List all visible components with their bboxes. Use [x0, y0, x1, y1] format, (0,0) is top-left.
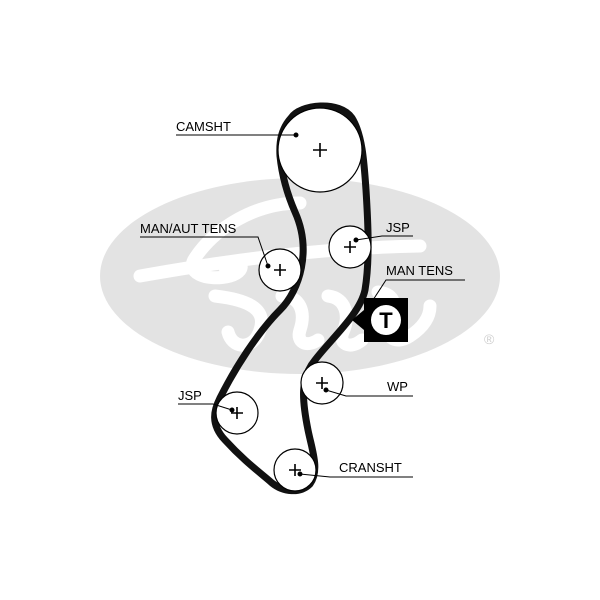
wp-center-cross [316, 377, 328, 389]
jsp-upper-leader [355, 235, 413, 241]
registered-mark: ® [484, 331, 495, 347]
man-aut-tens-center-cross [274, 264, 286, 276]
cransht-leader [299, 473, 413, 478]
man-tens-leader [372, 279, 465, 301]
man-aut-tens-leader [140, 236, 269, 267]
jsp-upper-center-cross [344, 241, 356, 253]
jsp-lower-center-cross [231, 407, 243, 419]
label-manual-tensioner: MAN TENS [386, 263, 453, 278]
man-aut-tens-leader-dot [265, 263, 271, 269]
label-water-pump: WP [387, 379, 408, 394]
leader-lines [140, 132, 465, 478]
label-jockey-pulley-lower: JSP [178, 388, 202, 403]
pulley-centers [231, 143, 356, 476]
wp-leader [325, 389, 413, 397]
labels: CAMSHT MAN/AUT TENS JSP MAN TENS WP JSP … [140, 119, 453, 475]
cransht-center-cross [289, 464, 301, 476]
tensioner-marker: T [352, 298, 408, 342]
label-crankshaft: CRANSHT [339, 460, 402, 475]
wp-leader-dot [323, 387, 329, 393]
tensioner-marker-letter: T [379, 308, 393, 333]
jsp-lower-leader [178, 403, 233, 411]
cransht-leader-dot [297, 471, 303, 477]
jsp-lower-leader-dot [229, 407, 235, 413]
watermark-stroke-t [275, 289, 325, 351]
label-manual-auto-tensioner: MAN/AUT TENS [140, 221, 237, 236]
tensioner-marker-circle [371, 305, 401, 335]
label-camshaft: CAMSHT [176, 119, 231, 134]
camsht-leader-dot [293, 132, 299, 138]
label-jockey-pulley-upper: JSP [386, 220, 410, 235]
camshaft-center-cross [313, 143, 327, 157]
jsp-upper-leader-dot [353, 237, 359, 243]
